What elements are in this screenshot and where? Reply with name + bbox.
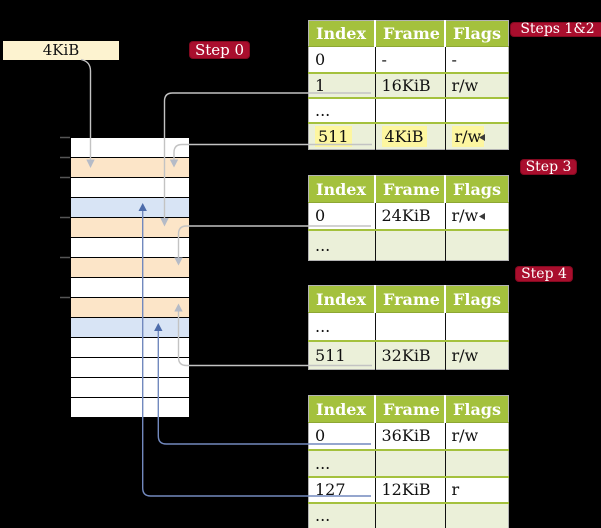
table-cell: 1 [308, 71, 376, 98]
table-cell [375, 228, 446, 261]
table-cell: ... [308, 448, 376, 477]
column-header-frame: Frame [375, 20, 446, 47]
memory-frame-row [71, 298, 189, 318]
table-cell: r/w [445, 71, 509, 98]
table-row: ... [308, 448, 509, 477]
column-header-index: Index [308, 175, 376, 203]
table-cell: ... [308, 228, 376, 261]
table-cell: 16KiB [375, 71, 446, 98]
table-cell [375, 312, 446, 341]
memory-frame-row [71, 158, 189, 178]
badge-step-4: Step 4 [515, 266, 573, 282]
column-header-flags: Flags [445, 175, 509, 203]
table-cell [375, 448, 446, 477]
memory-frame-row [71, 278, 189, 298]
table-row: ... [308, 228, 509, 261]
memory-frame-row [71, 178, 189, 198]
table-cell: - [375, 46, 446, 73]
table-cell: ... [308, 312, 376, 341]
table-row: 0-- [308, 46, 509, 73]
table-cell: 4KiB [375, 121, 446, 150]
table-row: ... [308, 96, 509, 123]
memory-frame-row [71, 358, 189, 378]
table-row: 511 4KiB r/w [308, 121, 509, 150]
frame-size-label: 4KiB [3, 41, 119, 60]
table-cell [445, 448, 509, 477]
highlighted-value: r/w [451, 125, 485, 147]
table-cell: 36KiB [375, 422, 446, 450]
table-cell: 24KiB [375, 202, 446, 230]
highlighted-value: 4KiB [381, 125, 427, 147]
memory-frame-row [71, 218, 189, 238]
badge-step-0: Step 0 [189, 41, 250, 59]
table-cell: r [445, 475, 509, 503]
memory-frame-row [71, 398, 189, 417]
table-cell [445, 313, 509, 341]
column-header-index: Index [308, 285, 376, 313]
table-row: ... [308, 312, 509, 341]
table-cell: r/w [445, 121, 509, 150]
badge-step-3: Step 3 [520, 159, 577, 175]
table-cell [375, 501, 446, 528]
physical-memory-column [70, 137, 190, 418]
table-cell: 511 [308, 121, 376, 150]
table-cell: - [451, 49, 457, 69]
column-header-flags: Flags [445, 395, 509, 423]
table-cell: 0 [308, 46, 376, 73]
highlighted-value: 511 [315, 125, 352, 147]
table-cell: 0 [308, 422, 376, 450]
column-header-frame: Frame [375, 395, 446, 423]
table-cell: r/w [445, 339, 509, 370]
memory-frame-row [71, 198, 189, 218]
memory-tick-marks [60, 136, 70, 299]
table-cell [445, 228, 509, 261]
memory-frame-row [71, 258, 189, 278]
column-header-index: Index [308, 20, 376, 47]
memory-frame-row [71, 138, 189, 158]
memory-frame-row [71, 238, 189, 258]
table-cell [445, 96, 509, 123]
table-cell: 12KiB [375, 475, 446, 503]
memory-frame-row [71, 378, 189, 398]
badge-steps-1-2: Steps 1&2 [510, 22, 601, 37]
table-row: ... [308, 501, 509, 528]
column-header-flags: Flags [445, 285, 509, 313]
table-cell: 511 [308, 339, 376, 370]
table-cell: 127 [308, 475, 376, 503]
column-header-frame: Frame [375, 285, 446, 313]
table-cell: r/w [451, 206, 479, 226]
memory-frame-row [71, 338, 189, 358]
table-cell: r/w [451, 426, 479, 446]
table-cell [445, 501, 509, 528]
column-header-flags: Flags [445, 20, 509, 47]
table-cell: ... [308, 96, 376, 123]
table-cell: 32KiB [375, 339, 446, 370]
table-cell: ... [308, 501, 376, 528]
column-header-index: Index [308, 395, 376, 423]
table-cell [375, 96, 446, 123]
table-cell: 0 [308, 202, 376, 230]
column-header-frame: Frame [375, 175, 446, 203]
memory-frame-row [71, 318, 189, 338]
